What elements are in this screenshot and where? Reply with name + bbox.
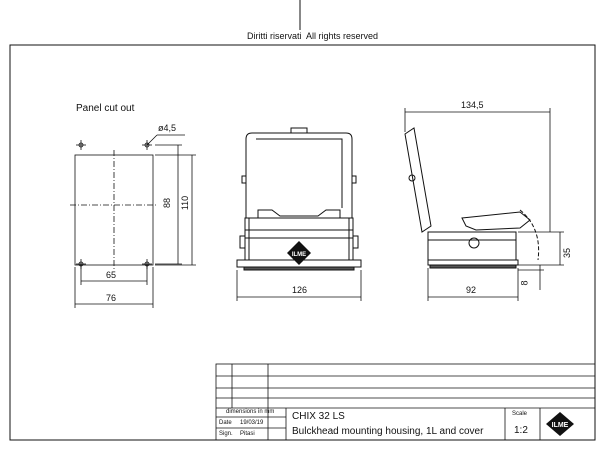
dimensions-note: dimensions in mm bbox=[226, 409, 275, 415]
front-logo-icon: ILME bbox=[287, 241, 311, 265]
front-cover bbox=[245, 132, 353, 219]
dim-front-width: 126 bbox=[292, 285, 308, 295]
sign-label: Sign. bbox=[219, 431, 233, 437]
svg-text:ILME: ILME bbox=[292, 252, 306, 258]
title-block bbox=[215, 363, 596, 441]
dim-outer-width: 76 bbox=[106, 293, 117, 303]
svg-text:ILME: ILME bbox=[552, 422, 569, 429]
side-lever bbox=[461, 211, 531, 231]
scale-label: Scale bbox=[512, 411, 528, 417]
sign-value: Pitasi bbox=[240, 431, 255, 437]
dim-side-depth: 134,5 bbox=[461, 100, 484, 110]
dim-outer-height: 110 bbox=[180, 195, 191, 211]
hole-diameter-label: ø4,5 bbox=[158, 123, 177, 133]
side-view bbox=[404, 108, 564, 301]
date-label: Date bbox=[219, 420, 232, 426]
dim-inner-height: 88 bbox=[162, 197, 173, 209]
dim-side-height: 35 bbox=[562, 247, 573, 259]
panel-cutout-title: Panel cut out bbox=[76, 103, 135, 114]
date-value: 19/03/19 bbox=[240, 420, 264, 426]
panel-cutout-view bbox=[70, 134, 196, 308]
dim-side-flange: 8 bbox=[519, 280, 530, 286]
hole-leader bbox=[146, 134, 158, 146]
front-view bbox=[236, 127, 362, 301]
part-code: CHIX 32 LS bbox=[292, 411, 345, 422]
side-housing bbox=[427, 231, 517, 261]
side-flange bbox=[427, 259, 519, 266]
part-description: Bulckhead mounting housing, 1L and cover bbox=[292, 426, 484, 437]
scale-value: 1:2 bbox=[514, 425, 528, 436]
ilme-logo-icon: ILME bbox=[546, 412, 574, 436]
side-cover bbox=[404, 127, 432, 233]
dim-inner-width: 65 bbox=[106, 270, 117, 280]
rights-reserved-en: All rights reserved bbox=[306, 31, 379, 41]
dim-side-base: 92 bbox=[466, 285, 477, 295]
rights-reserved-it: Diritti riservati bbox=[247, 31, 302, 41]
